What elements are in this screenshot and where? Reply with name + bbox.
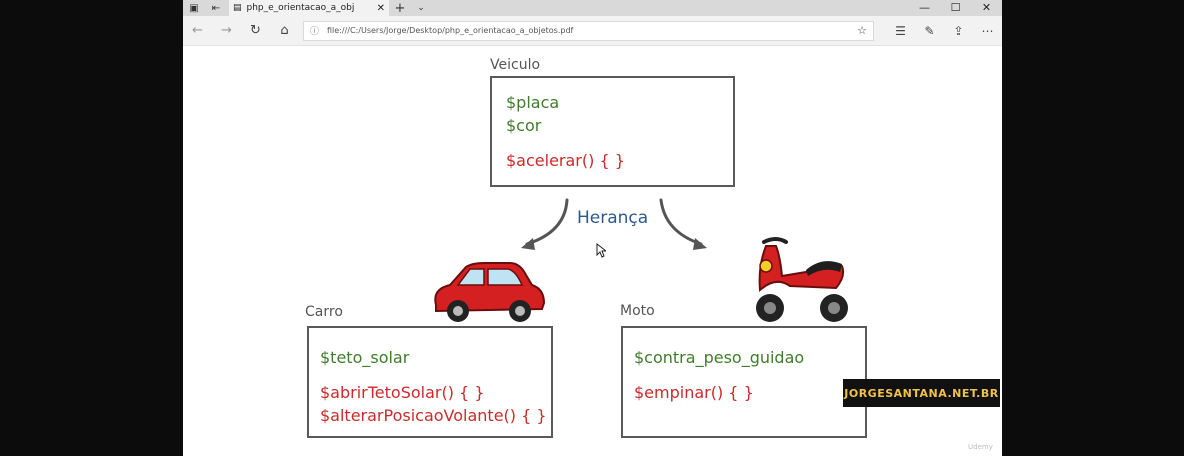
home-icon[interactable]: ⌂ [280,23,289,38]
udemy-logo: Udemy [968,443,993,451]
arrow-left-curve [525,198,569,246]
parent-property: $cor [506,116,542,135]
watermark-label: JORGESANTANA.NET.BR [843,379,1000,407]
pdf-tab-icon: ▤ [233,3,242,13]
close-tab-icon[interactable]: ✕ [376,2,385,14]
tab-aside-icon[interactable]: ⇤ [211,2,221,14]
tab-title: php_e_orientacao_a_obj [246,3,355,13]
refresh-icon[interactable]: ↻ [250,23,261,38]
address-bar: ← → ↻ ⌂ ⓘ file:///C:/Users/Jorge/Desktop… [183,16,1002,46]
parent-method: $acelerar() { } [506,151,625,170]
minimize-icon[interactable]: — [919,1,930,14]
parent-class-box: $placa $cor $acelerar() { } [490,76,735,187]
info-icon[interactable]: ⓘ [310,27,320,37]
parent-class-name: Veiculo [490,57,541,73]
arrow-right-head [693,238,707,250]
browser-window: ▣ ⇤ ▤ php_e_orientacao_a_obj ✕ + ⌄ — ☐ ✕… [183,0,1002,456]
mouse-cursor-icon [596,243,606,258]
share-icon[interactable]: ⇪ [953,23,964,38]
child-class-name: Moto [620,303,655,319]
tab-actions-icon[interactable]: ▣ [189,2,199,14]
inheritance-label: Herança [577,208,649,228]
child-class-box-moto: $contra_peso_guidao $empinar() { } [621,326,867,438]
more-icon[interactable]: ⋯ [981,23,994,38]
favorite-star-icon[interactable]: ☆ [857,24,867,37]
scooter-icon [756,237,848,322]
chevron-down-icon[interactable]: ⌄ [417,3,425,13]
arrow-right-curve [659,198,703,246]
browser-tab[interactable]: ▤ php_e_orientacao_a_obj ✕ [229,0,389,16]
title-bar: ▣ ⇤ ▤ php_e_orientacao_a_obj ✕ + ⌄ — ☐ ✕ [183,0,1002,16]
new-tab-icon[interactable]: + [394,0,406,16]
child-class-box-carro: $teto_solar $abrirTetoSolar() { } $alter… [307,326,553,438]
close-window-icon[interactable]: ✕ [981,1,992,14]
inheritance-arrows [521,198,707,250]
url-text: file:///C:/Users/Jorge/Desktop/php_e_ori… [327,26,574,35]
parent-property: $placa [506,93,560,112]
window-controls: — ☐ ✕ [909,0,1002,16]
arrow-left-head [521,238,535,250]
favorites-hub-icon[interactable]: ☰ [895,23,906,38]
url-field[interactable]: ⓘ file:///C:/Users/Jorge/Desktop/php_e_o… [303,20,874,41]
forward-icon[interactable]: → [221,23,232,38]
child-property: $teto_solar [320,348,410,367]
back-icon[interactable]: ← [192,23,203,38]
toolbar-tools: ☰ ✎ ⇪ ⋯ [886,24,1002,38]
child-method: $empinar() { } [634,383,754,402]
child-class-name: Carro [305,304,343,320]
car-icon [434,262,546,322]
child-property: $contra_peso_guidao [634,348,805,367]
maximize-icon[interactable]: ☐ [950,1,961,14]
child-method: $abrirTetoSolar() { } [320,383,485,402]
child-method: $alterarPosicaoVolante() { } [320,406,547,425]
pen-icon[interactable]: ✎ [924,23,935,38]
